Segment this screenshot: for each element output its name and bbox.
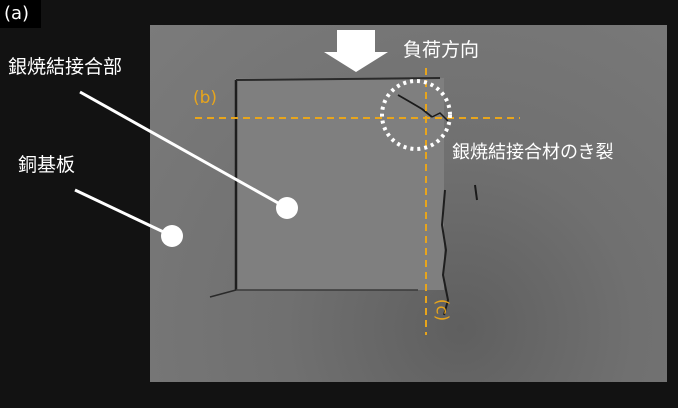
joint-label: 銀焼結接合部 [8, 56, 123, 78]
line-b-label: (b) [193, 88, 218, 108]
load-direction-label: 負荷方向 [403, 39, 480, 61]
substrate-pointer-line [74, 188, 173, 238]
substrate-label: 銅基板 [18, 154, 76, 176]
joint-pointer-line [79, 90, 288, 210]
corner-crack-left [209, 289, 237, 298]
panel-tag: (a) [0, 0, 41, 28]
fine-crack-branch [431, 112, 449, 122]
joint-pointer-dot [276, 197, 298, 219]
right-edge-crack [440, 189, 450, 316]
line-c-label: (c) [431, 298, 452, 322]
micrograph-features [209, 77, 478, 316]
joint-top-edge [235, 77, 441, 81]
sem-micrograph [150, 25, 667, 382]
joint-region [236, 78, 444, 290]
substrate-pointer-dot [161, 225, 183, 247]
crack-highlight-circle [380, 79, 452, 151]
crack-label: 銀焼結接合材のき裂 [452, 142, 614, 163]
small-defect [474, 184, 478, 201]
load-arrow-icon [324, 30, 388, 72]
fine-crack [397, 94, 433, 118]
